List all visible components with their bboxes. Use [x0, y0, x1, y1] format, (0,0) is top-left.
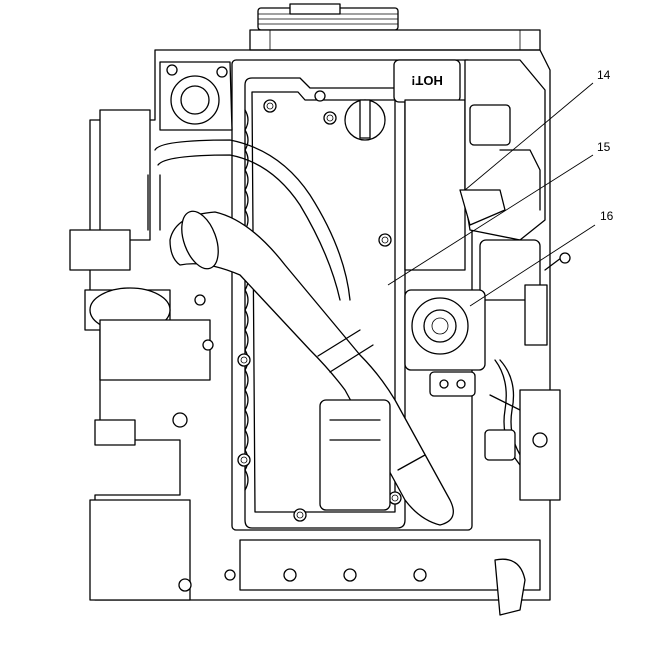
callout-15: 15 — [387, 140, 611, 286]
callout-14: 14 — [464, 68, 611, 191]
hot-warning-plate: HOT! — [393, 59, 461, 103]
breather-tube — [147, 139, 351, 301]
lower-crankcase — [89, 399, 541, 616]
callout-16: 16 — [469, 209, 614, 307]
svg-text:16: 16 — [600, 209, 614, 223]
svg-text:14: 14 — [597, 68, 611, 82]
turbocharger — [69, 61, 233, 446]
svg-text:15: 15 — [597, 140, 611, 154]
right-side-assembly — [404, 59, 571, 346]
fuel-filter — [404, 289, 486, 397]
fuel-lines — [484, 359, 561, 501]
top-pulley — [249, 3, 541, 51]
svg-text:HOT!: HOT! — [411, 73, 443, 88]
